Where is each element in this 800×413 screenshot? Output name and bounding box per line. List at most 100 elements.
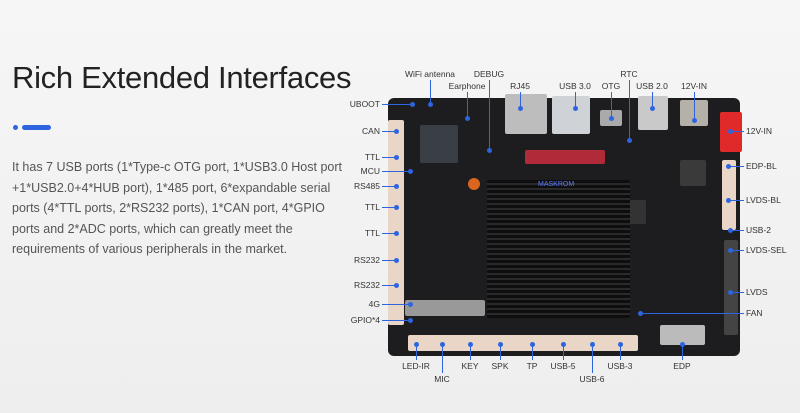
callout-dot (465, 116, 470, 121)
callout-dot (728, 290, 733, 295)
led (468, 178, 480, 190)
top-label: 12V-IN (681, 81, 707, 91)
bottom-label: LED-IR (402, 361, 430, 371)
left-connectors (388, 120, 404, 325)
callout-dot (561, 342, 566, 347)
callout-dot (394, 155, 399, 160)
callout-line (382, 285, 396, 286)
bottom-label: SPK (491, 361, 509, 371)
top-label: RTC (620, 69, 638, 79)
callout-dot (428, 102, 433, 107)
callout-line (728, 200, 744, 201)
inductor (680, 160, 706, 186)
callout-dot (573, 106, 578, 111)
callout-line (563, 344, 564, 360)
left-label: TTL (364, 228, 380, 238)
callout-dot (518, 106, 523, 111)
right-label: LVDS-BL (746, 195, 781, 205)
description: It has 7 USB ports (1*Type-c OTG port, 1… (12, 160, 342, 256)
bottom-label: USB-3 (607, 361, 633, 371)
wifi-module (420, 125, 458, 163)
callout-line (730, 131, 744, 132)
callout-line (382, 260, 396, 261)
right-label: LVDS-SEL (746, 245, 787, 255)
callout-dot (394, 283, 399, 288)
rj45-jack (505, 94, 547, 134)
callout-dot (487, 148, 492, 153)
callout-dot (498, 342, 503, 347)
usb3-port (552, 96, 590, 134)
left-label: TTL (364, 152, 380, 162)
right-label: LVDS (746, 287, 768, 297)
bottom-connectors (408, 335, 638, 351)
right-label: FAN (746, 308, 763, 318)
callout-dot (394, 231, 399, 236)
callout-line (532, 344, 533, 360)
right-label: 12V-IN (746, 126, 772, 136)
top-label: OTG (601, 81, 621, 91)
callout-line (520, 92, 521, 108)
callout-line (382, 186, 396, 187)
callout-line (382, 104, 412, 105)
callout-dot (627, 138, 632, 143)
callout-dot (650, 106, 655, 111)
callout-dot (408, 302, 413, 307)
callout-dot (440, 342, 445, 347)
callout-line (592, 344, 593, 373)
callout-dot (692, 118, 697, 123)
callout-line (382, 131, 396, 132)
left-label: RS232 (354, 280, 380, 290)
accent-bar (22, 125, 51, 130)
callout-line (620, 344, 621, 360)
top-label: DEBUG (473, 69, 505, 79)
callout-line (382, 320, 410, 321)
callout-dot (728, 248, 733, 253)
callout-dot (394, 129, 399, 134)
top-label: WiFi antenna (404, 69, 456, 79)
callout-line (416, 344, 417, 360)
callout-line (730, 250, 744, 251)
callout-line (382, 157, 396, 158)
callout-dot (394, 258, 399, 263)
callout-line (442, 344, 443, 373)
left-label: 4G (368, 299, 380, 309)
callout-line (489, 80, 490, 150)
right-label: EDP-BL (746, 161, 777, 171)
callout-line (575, 92, 576, 108)
callout-dot (394, 184, 399, 189)
top-label: USB 3.0 (559, 81, 591, 91)
callout-line (730, 230, 744, 231)
bottom-label: USB-6 (579, 374, 605, 384)
bottom-label: TP (526, 361, 538, 371)
bottom-label: KEY (461, 361, 479, 371)
callout-dot (726, 198, 731, 203)
left-label: RS232 (354, 255, 380, 265)
accent-dot (13, 125, 18, 130)
callout-line (500, 344, 501, 360)
callout-line (728, 166, 744, 167)
callout-dot (680, 342, 685, 347)
callout-dot (590, 342, 595, 347)
left-label: RS485 (354, 181, 380, 191)
lvds-header (724, 240, 738, 335)
callout-line (382, 171, 410, 172)
callout-dot (728, 228, 733, 233)
callout-dot (638, 311, 643, 316)
callout-dot (394, 205, 399, 210)
right-connectors (722, 160, 736, 230)
callout-line (652, 92, 653, 108)
heatsink (487, 180, 630, 318)
bottom-label: MIC (434, 374, 450, 384)
bottom-label: USB-5 (550, 361, 576, 371)
top-label: RJ45 (510, 81, 530, 91)
callout-line (430, 80, 431, 104)
callout-line (470, 344, 471, 360)
left-label: GPIO*4 (350, 315, 380, 325)
callout-dot (726, 164, 731, 169)
callout-line (629, 80, 630, 140)
m2-slot (405, 300, 485, 316)
callout-line (611, 92, 612, 118)
callout-dot (728, 129, 733, 134)
callout-line (382, 207, 396, 208)
usb2-port (638, 96, 668, 130)
